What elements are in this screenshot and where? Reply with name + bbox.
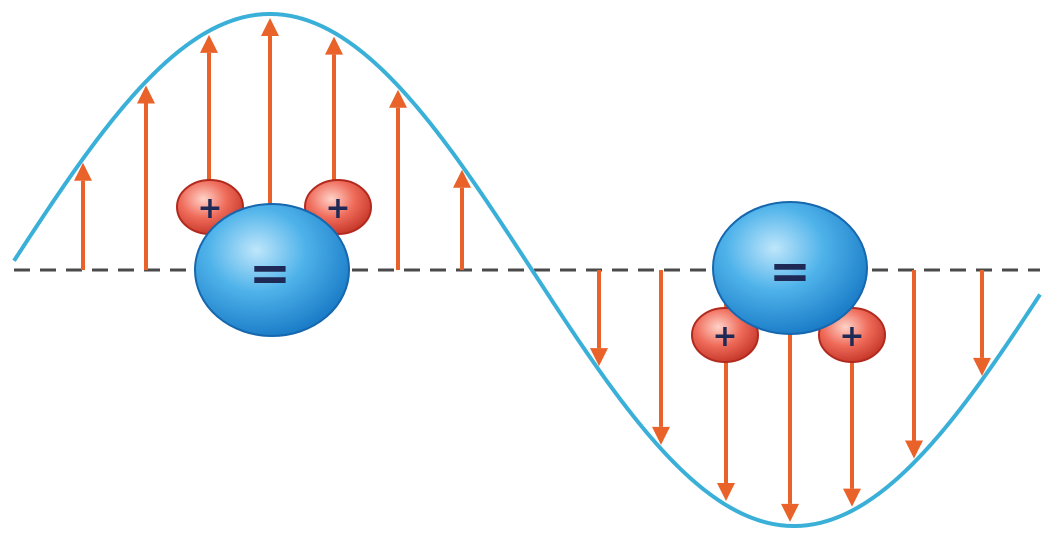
field-arrow <box>74 162 92 270</box>
water-molecule-left: + + = <box>176 179 372 337</box>
field-arrow <box>389 89 407 270</box>
plus-sign: + <box>197 191 222 226</box>
field-arrow <box>652 270 670 445</box>
field-arrow <box>137 85 155 270</box>
field-arrow <box>905 270 923 459</box>
field-arrow <box>973 270 991 376</box>
water-molecule-right: + + = <box>691 201 886 363</box>
plus-sign: + <box>712 319 737 354</box>
minus-sign: = <box>769 242 811 300</box>
plus-sign: + <box>839 319 864 354</box>
field-arrow <box>590 270 608 367</box>
minus-sign: = <box>249 244 291 302</box>
negative-charge-left: = <box>194 203 350 337</box>
plus-sign: + <box>325 191 350 226</box>
positive-charge-right-1: + <box>691 307 759 363</box>
negative-charge-right: = <box>712 201 868 335</box>
field-arrow <box>453 169 471 270</box>
sine-wave <box>12 11 1042 529</box>
